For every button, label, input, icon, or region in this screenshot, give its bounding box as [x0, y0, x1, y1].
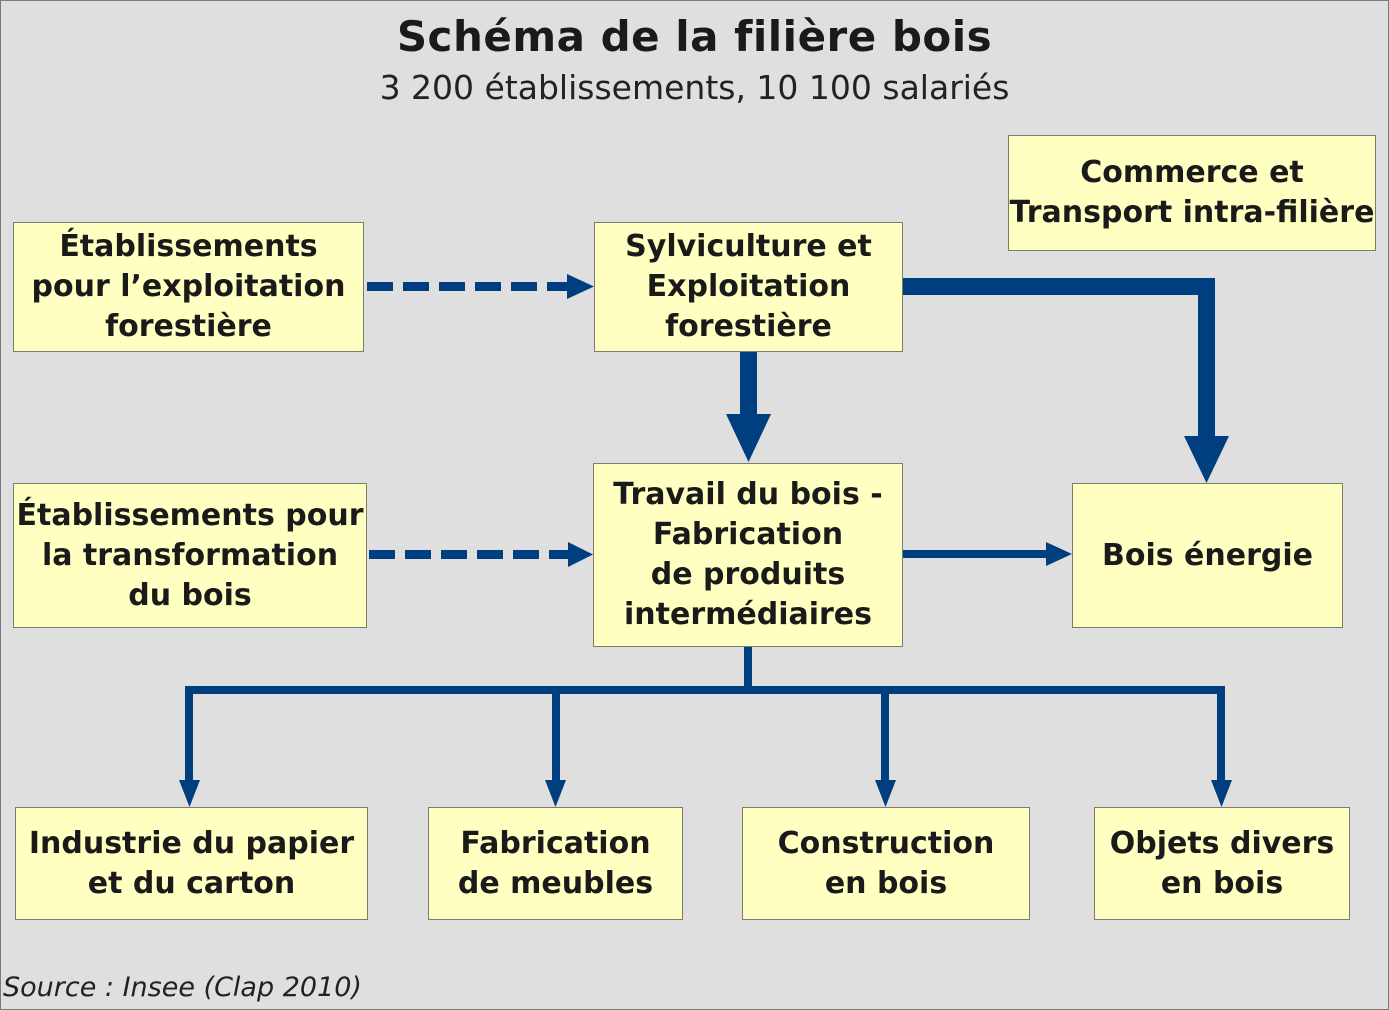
arrow-sylviculture-to-travail — [726, 352, 771, 462]
distribution-tree — [179, 647, 1232, 807]
node-bois-energie: Bois énergie — [1072, 483, 1343, 628]
node-fabrication-meubles: Fabrication de meubles — [428, 807, 683, 920]
dashed-arrow-transformation — [369, 542, 593, 567]
node-sylviculture: Sylviculture et Exploitation forestière — [594, 222, 903, 352]
arrow-sylviculture-to-energie — [903, 278, 1229, 483]
node-construction-bois: Construction en bois — [742, 807, 1030, 920]
node-etablissements-transformation: Établissements pour la transformation du… — [13, 483, 367, 628]
arrow-travail-to-energie — [903, 542, 1072, 566]
diagram-subtitle: 3 200 établissements, 10 100 salariés — [379, 68, 1010, 107]
source-note: Source : Insee (Clap 2010) — [3, 972, 362, 1003]
node-commerce-transport: Commerce et Transport intra-filière — [1008, 135, 1376, 251]
dashed-arrow-exploitation — [367, 274, 594, 299]
node-etablissements-exploitation: Établissements pour l’exploitation fores… — [13, 222, 364, 352]
node-industrie-papier: Industrie du papier et du carton — [15, 807, 368, 920]
node-objets-divers: Objets divers en bois — [1094, 807, 1350, 920]
node-travail-du-bois: Travail du bois - Fabrication de produit… — [593, 463, 903, 647]
diagram-title: Schéma de la filière bois — [396, 12, 993, 61]
